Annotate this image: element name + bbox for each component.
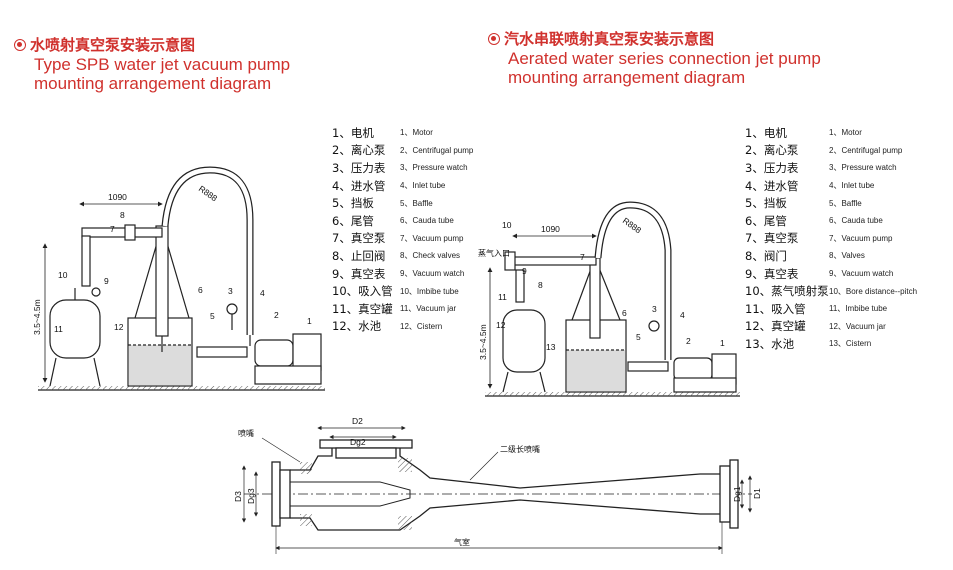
dg3-label: Dg3 — [246, 488, 256, 504]
right-title-en-1: Aerated water series connection jet pump — [508, 49, 821, 68]
label-9: 9 — [522, 266, 527, 276]
label-8: 8 — [120, 210, 125, 220]
centrifugal-pump — [254, 339, 294, 367]
label-5: 5 — [636, 332, 641, 342]
label-12: 12 — [114, 322, 124, 332]
d1-label: D1 — [752, 488, 762, 499]
right-title-en-2: mounting arrangement diagram — [508, 68, 746, 87]
label-8: 8 — [538, 280, 543, 290]
label-7: 7 — [110, 224, 115, 234]
right-installation-diagram — [485, 201, 740, 397]
label-1: 1 — [307, 316, 312, 326]
d2-label: D2 — [352, 416, 363, 426]
motor — [292, 333, 322, 371]
nozzle-label: 喷嘴 — [238, 428, 254, 438]
centrifugal-pump — [673, 357, 713, 381]
second-nozzle-label: 二级长喷嘴 — [500, 444, 540, 454]
dg1-label: Dg1 — [732, 486, 742, 502]
d3-label: D3 — [233, 491, 243, 502]
left-installation-diagram — [38, 166, 325, 391]
label-10: 10 — [502, 220, 512, 230]
label-2: 2 — [686, 336, 691, 346]
label-3: 3 — [652, 304, 657, 314]
label-10: 10 — [58, 270, 68, 280]
section-labels: 喷嘴 二级长喷嘴 气室 D2 Dg2 D3 Dg3 Dg1 D1 — [233, 416, 762, 547]
steam-inlet-label: 蒸气入口 — [478, 248, 510, 258]
label-12: 12 — [496, 320, 506, 330]
label-6: 6 — [198, 285, 203, 295]
dim-1090-right: 1090 — [541, 224, 560, 234]
jet-pump — [155, 225, 169, 337]
left-title-en-2: mounting arrangement diagram — [34, 74, 272, 93]
vacuum-jar — [502, 309, 546, 373]
left-title-cn: 水喷射真空泵安装示意图 — [30, 36, 196, 54]
jet-pump — [589, 257, 601, 339]
radius-left: R888 — [197, 183, 220, 203]
right-title-cn: 汽水串联喷射真空泵安装示意图 — [504, 30, 715, 48]
label-4: 4 — [260, 288, 265, 298]
label-3: 3 — [228, 286, 233, 296]
label-7: 7 — [580, 252, 585, 262]
label-1: 1 — [720, 338, 725, 348]
jet-pump-cross-section — [241, 425, 753, 554]
radius-right: R888 — [621, 215, 644, 235]
circle-bullet-icon — [14, 38, 26, 51]
label-5: 5 — [210, 311, 215, 321]
dim-height-right: 3.5~4.5m — [478, 324, 488, 360]
chamber-label: 气室 — [454, 537, 470, 547]
label-11: 11 — [54, 324, 63, 334]
label-13: 13 — [546, 342, 556, 352]
label-6: 6 — [622, 308, 627, 318]
label-11: 11 — [498, 292, 507, 302]
right-title: 汽水串联喷射真空泵安装示意图 Aerated water series conn… — [488, 28, 821, 87]
label-2: 2 — [274, 310, 279, 320]
dim-height-left: 3.5~4.5m — [32, 299, 42, 335]
left-title-en-1: Type SPB water jet vacuum pump — [34, 55, 291, 74]
dim-1090-left: 1090 — [108, 192, 127, 202]
label-4: 4 — [680, 310, 685, 320]
left-title: 水喷射真空泵安装示意图 Type SPB water jet vacuum pu… — [14, 34, 290, 93]
label-9: 9 — [104, 276, 109, 286]
dg2-label: Dg2 — [350, 437, 366, 447]
circle-bullet-icon — [488, 32, 500, 45]
